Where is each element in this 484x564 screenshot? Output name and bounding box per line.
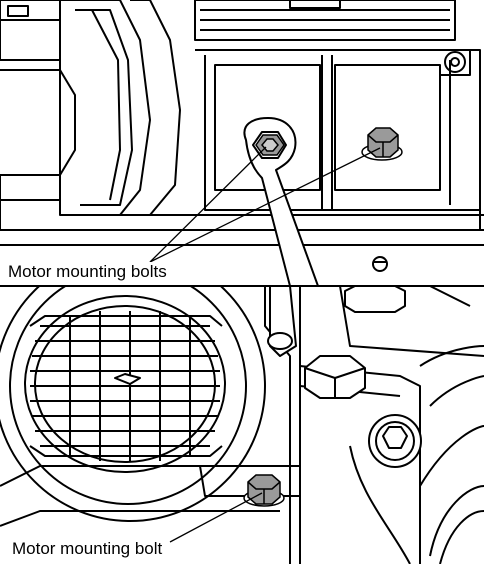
bottom-panel-drawing — [0, 286, 484, 564]
callout-leaders — [149, 146, 381, 263]
right-mount-slot — [334, 64, 441, 191]
callout-label-motor-mounting-bolts: Motor mounting bolts — [6, 262, 169, 282]
panel-divider — [0, 285, 484, 287]
motor-fan-cover-icon — [0, 286, 266, 522]
callout-label-motor-mounting-bolt: Motor mounting bolt — [10, 539, 165, 559]
callout-leader — [169, 492, 263, 543]
pulley-belt — [75, 9, 133, 206]
top-panel-illustration — [0, 0, 484, 286]
left-mount-slot — [214, 64, 321, 191]
hex-bolt-icon — [243, 474, 285, 507]
top-panel-drawing — [0, 0, 484, 286]
pulley-guard — [59, 0, 151, 216]
bottom-panel-illustration — [0, 286, 484, 564]
hex-bolt-icon — [361, 127, 403, 161]
